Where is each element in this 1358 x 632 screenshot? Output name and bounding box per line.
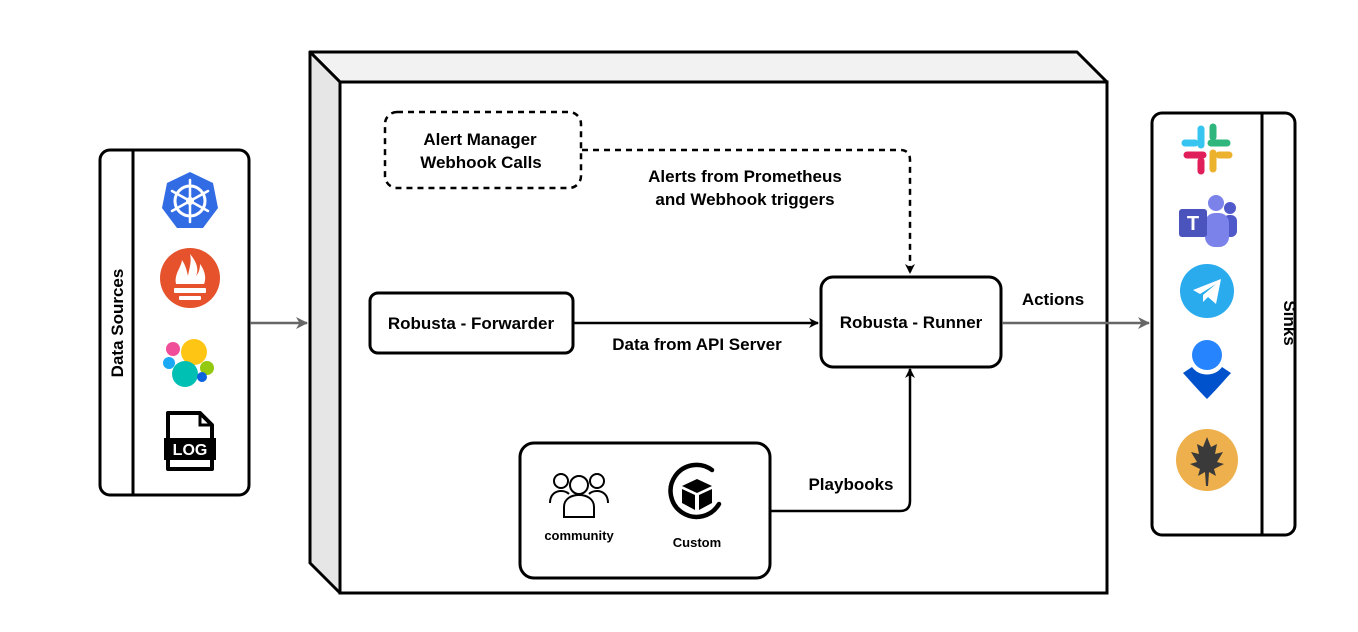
sinks-title: Sinks	[1280, 300, 1299, 345]
alert-manager-box: Alert Manager Webhook Calls	[383, 110, 583, 190]
playbooks-box: community Custom	[518, 441, 772, 580]
elastic-icon	[163, 339, 214, 387]
alert-manager-line1: Alert Manager	[423, 130, 537, 149]
log-file-label: LOG	[173, 442, 208, 459]
kubernetes-icon	[162, 172, 218, 228]
playbooks-label: Playbooks	[808, 475, 893, 494]
sinks-panel: Sinks T	[1150, 111, 1299, 537]
ms-teams-letter: T	[1187, 213, 1199, 235]
ms-teams-icon: T	[1179, 195, 1237, 247]
telegram-icon	[1180, 264, 1234, 318]
alerts-label-line2: and Webhook triggers	[655, 190, 834, 209]
runner-label: Robusta - Runner	[840, 313, 983, 332]
slack-icon	[1181, 123, 1233, 175]
community-label: community	[544, 528, 614, 543]
data-sources-title: Data Sources	[108, 269, 127, 378]
alerts-label-line1: Alerts from Prometheus	[648, 167, 842, 186]
log-file-icon: LOG	[164, 411, 216, 471]
data-sources-panel: Data Sources	[98, 148, 251, 497]
api-label: Data from API Server	[612, 335, 782, 354]
forwarder-label: Robusta - Forwarder	[388, 314, 555, 333]
opsgenie-icon	[1183, 340, 1231, 399]
datadog-leaf-icon	[1176, 429, 1238, 491]
community-icon	[549, 473, 609, 518]
alert-manager-line2: Webhook Calls	[420, 153, 542, 172]
custom-cube-icon	[668, 462, 722, 520]
forwarder-box: Robusta - Forwarder	[368, 291, 575, 355]
prometheus-icon	[160, 248, 220, 308]
runner-box: Robusta - Runner	[819, 275, 1003, 369]
actions-label: Actions	[1022, 290, 1084, 309]
alerts-dashed-arrow	[582, 148, 915, 274]
custom-label: Custom	[673, 535, 721, 550]
playbooks-arrow	[771, 368, 915, 513]
